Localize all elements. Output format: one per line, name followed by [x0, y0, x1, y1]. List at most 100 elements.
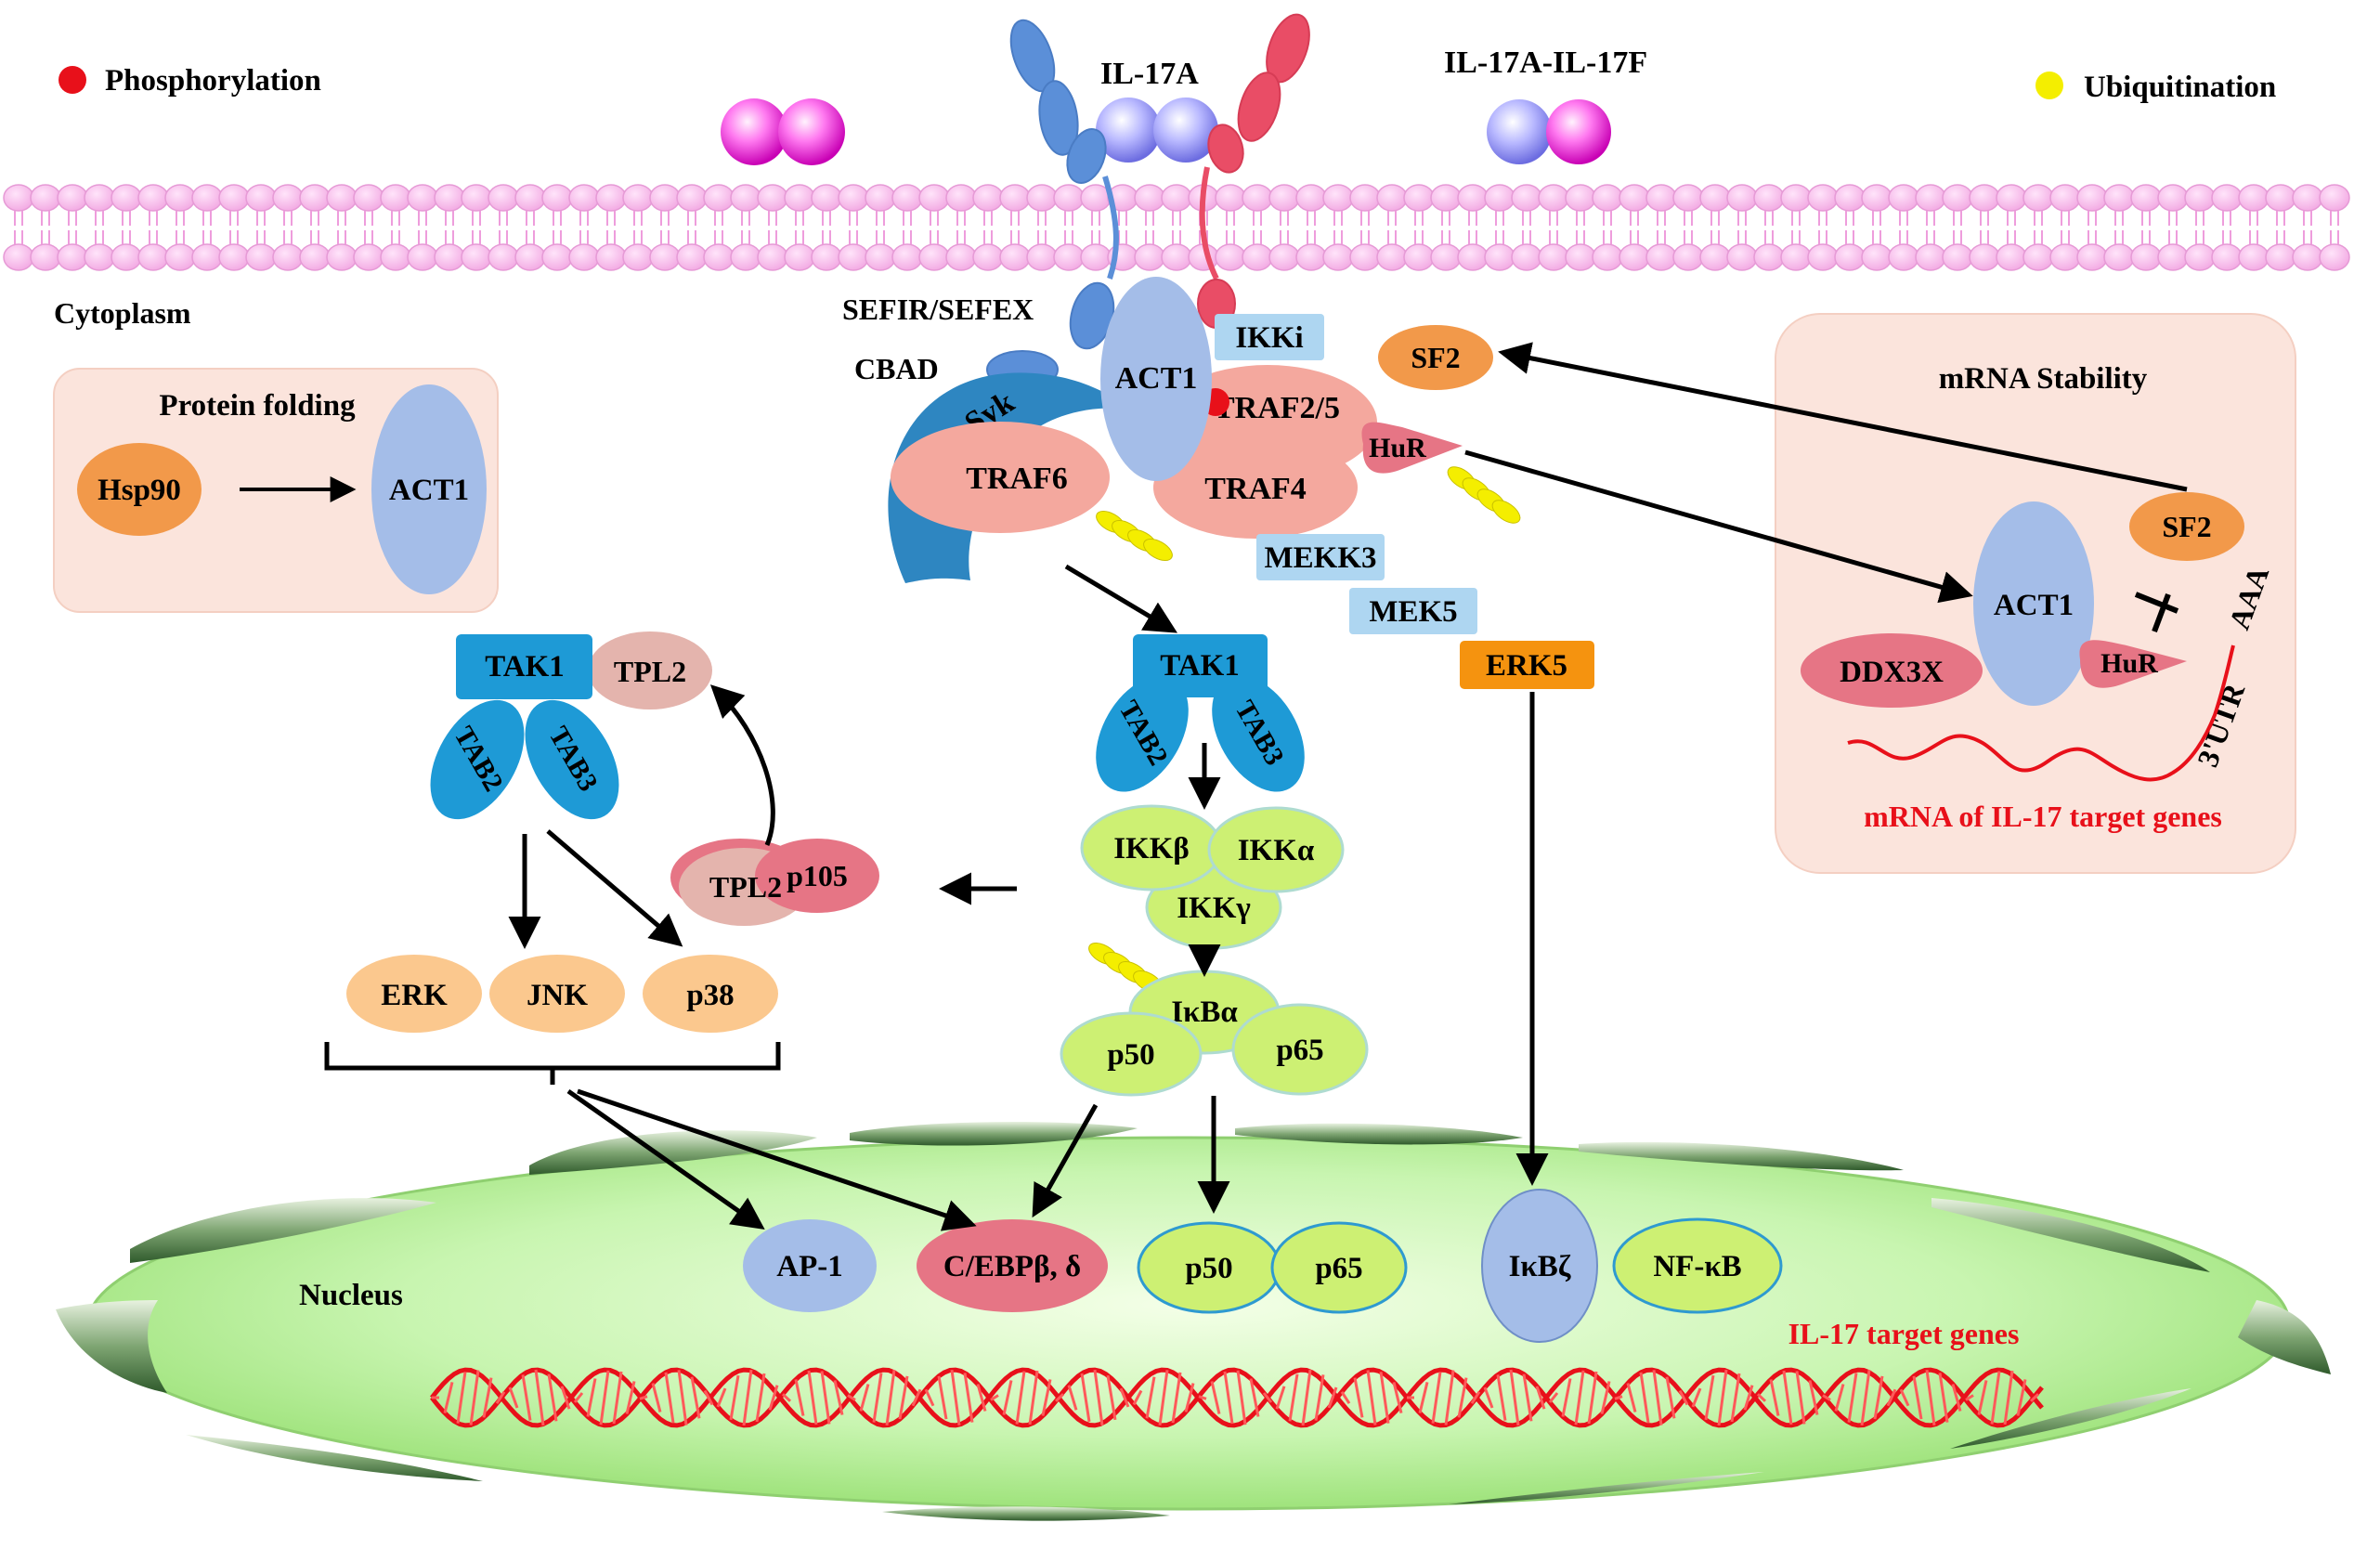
dna-rung — [1366, 1370, 1377, 1425]
ikki-node — [1215, 314, 1324, 360]
ikkg-label: IKKγ — [1177, 892, 1251, 925]
lipid-head — [2292, 184, 2323, 212]
ikka-node — [1207, 806, 1345, 893]
lipid-head — [1592, 243, 1623, 271]
lipid-head — [1942, 243, 1973, 271]
lipid-head — [1322, 184, 1354, 212]
ddx3x-label: DDX3X — [1840, 656, 1944, 689]
lipid-head — [1645, 243, 1677, 271]
ubiquitin-chain-hur — [1447, 466, 1521, 524]
lipid-head — [1295, 184, 1327, 212]
hur-panel-node — [2079, 640, 2187, 688]
lipid-head — [1134, 243, 1165, 271]
lipid-head — [326, 243, 358, 271]
dna-helix — [430, 1367, 2044, 1428]
dna-rung — [1847, 1373, 1858, 1423]
lipid-head — [541, 243, 573, 271]
lipid-head — [2157, 184, 2189, 212]
lipid-head — [891, 184, 923, 212]
lipid-head — [1969, 184, 2000, 212]
lipid-head — [568, 184, 600, 212]
dna-rung — [1769, 1379, 1780, 1416]
lipid-head — [1403, 243, 1435, 271]
hsp90-label: Hsp90 — [98, 474, 181, 507]
tab2-left-node — [430, 699, 525, 820]
tak1-center-node — [1133, 634, 1268, 697]
lipid-head — [191, 243, 223, 271]
mek5-label: MEK5 — [1369, 595, 1457, 629]
dna-rung — [703, 1389, 714, 1406]
lipid-head — [1753, 184, 1785, 212]
lipid-head — [218, 243, 250, 271]
lipid-head — [1026, 243, 1058, 271]
dna-rung — [1041, 1379, 1052, 1416]
lipid-head — [999, 184, 1031, 212]
dna-rung — [847, 1394, 856, 1401]
tpl2-top-label: TPL2 — [614, 655, 686, 688]
dna-rung — [768, 1385, 779, 1411]
lipid-head — [595, 243, 627, 271]
lipid-head — [2319, 243, 2350, 271]
dna-rung — [1561, 1378, 1572, 1417]
mapk-to-cebp-arrow — [577, 1088, 977, 1231]
lipid-head — [2022, 184, 2054, 212]
traf4-label: TRAF4 — [1204, 472, 1307, 506]
dna-rung — [1808, 1380, 1819, 1415]
hur-node — [1361, 422, 1463, 474]
dna-rung — [573, 1392, 584, 1403]
ubiquitination-legend-label: Ubiquitination — [2084, 71, 2276, 104]
erk-label: ERK — [381, 979, 448, 1012]
lipid-head — [1322, 243, 1354, 271]
tab3-left-node — [525, 699, 619, 820]
mekk3-label: MEKK3 — [1265, 541, 1377, 575]
dna-rung — [1418, 1382, 1429, 1413]
dna-rung — [469, 1370, 480, 1425]
dna-rung — [1587, 1371, 1598, 1425]
sf2-complex-node — [1378, 325, 1493, 390]
lipid-head — [1511, 243, 1542, 271]
act1-complex-node — [1100, 277, 1212, 481]
dna-rung — [521, 1374, 532, 1421]
lipid-head — [1672, 184, 1704, 212]
phosphorylation-legend-label: Phosphorylation — [105, 64, 321, 98]
lipid-head — [1565, 243, 1596, 271]
lipid-head — [1161, 184, 1192, 212]
ap1-node — [743, 1219, 877, 1312]
p105-overlay — [755, 839, 879, 913]
dna-rung — [898, 1375, 909, 1420]
p105-text: p105 — [787, 859, 848, 892]
dna-rung — [1665, 1376, 1676, 1419]
ikba-label: IκBα — [1171, 996, 1238, 1029]
lipid-head — [2292, 243, 2323, 271]
dna-rung — [690, 1376, 701, 1419]
lipid-head — [703, 243, 735, 271]
dna-rung — [508, 1386, 519, 1409]
hur-panel-label: HuR — [2100, 648, 2158, 679]
syk-crescent — [888, 372, 1128, 583]
il17-dimer-pink — [721, 98, 845, 165]
dna-rung — [1522, 1373, 1533, 1422]
dna-rung — [482, 1377, 493, 1418]
dna-rung — [1782, 1370, 1793, 1425]
lipid-head — [3, 184, 34, 212]
dna-rung — [729, 1374, 740, 1421]
lipid-head — [1053, 184, 1085, 212]
dna-rung — [1198, 1395, 1207, 1400]
lipid-head — [1996, 243, 2027, 271]
lipid-head — [838, 243, 869, 271]
lipid-head — [1161, 243, 1192, 271]
tpl2-loop-arrow — [709, 684, 775, 846]
dna-rung — [1743, 1385, 1754, 1411]
lipid-head — [245, 184, 277, 212]
lipid-head — [1969, 243, 2000, 271]
lipid-head — [1565, 184, 1596, 212]
mekk3-node — [1256, 534, 1385, 580]
lipid-head — [2130, 243, 2162, 271]
dna-rung — [885, 1370, 896, 1425]
cebp-label: C/EBPβ, δ — [943, 1250, 1081, 1283]
lipid-head — [407, 184, 438, 212]
lipid-head — [2103, 184, 2135, 212]
nuclear-pore — [1449, 1472, 1764, 1504]
nuclear-pore — [1950, 1388, 2191, 1449]
dna-rung — [612, 1371, 623, 1425]
